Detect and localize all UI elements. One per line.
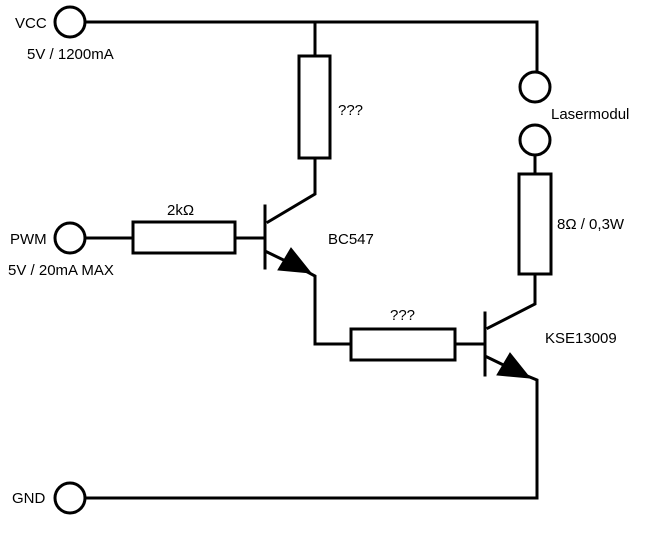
wire-vcc-rail xyxy=(83,20,539,74)
pwm-label: PWM xyxy=(10,231,47,248)
resistor-base-1 xyxy=(131,220,237,255)
gnd-label: GND xyxy=(12,490,46,507)
transistor-q2 xyxy=(483,311,532,379)
laser-module-label: Lasermodul xyxy=(551,106,629,123)
gnd-terminal xyxy=(53,481,87,515)
resistor-collector-value: ??? xyxy=(338,102,363,119)
resistor-collector xyxy=(297,54,332,160)
transistor-q1 xyxy=(263,204,313,274)
laser-module-terminal-bottom xyxy=(518,123,552,157)
q1-part-label: BC547 xyxy=(328,231,374,248)
pwm-spec-label: 5V / 20mA MAX xyxy=(8,262,114,279)
wire-r-laser-to-q2 xyxy=(485,272,537,331)
resistor-base-2-value: ??? xyxy=(390,307,415,324)
resistor-laser xyxy=(517,172,553,276)
resistor-laser-value: 8Ω / 0,3W xyxy=(557,216,625,233)
vcc-terminal xyxy=(53,5,87,39)
wire-r-collector-to-q1 xyxy=(265,156,317,225)
q2-emitter-arrow-icon xyxy=(496,352,532,379)
q1-emitter-arrow-icon xyxy=(277,247,313,274)
resistor-base-2 xyxy=(349,327,457,362)
pwm-terminal xyxy=(53,221,87,255)
vcc-spec-label: 5V / 1200mA xyxy=(27,46,114,63)
q2-part-label: KSE13009 xyxy=(545,330,617,347)
vcc-label: VCC xyxy=(15,15,47,32)
laser-module-terminal-top xyxy=(518,70,552,104)
wire-q2-emitter-to-gnd xyxy=(83,371,539,500)
resistor-base-1-value: 2kΩ xyxy=(167,202,194,219)
wire-q1-emitter-to-r-base2 xyxy=(297,265,353,346)
